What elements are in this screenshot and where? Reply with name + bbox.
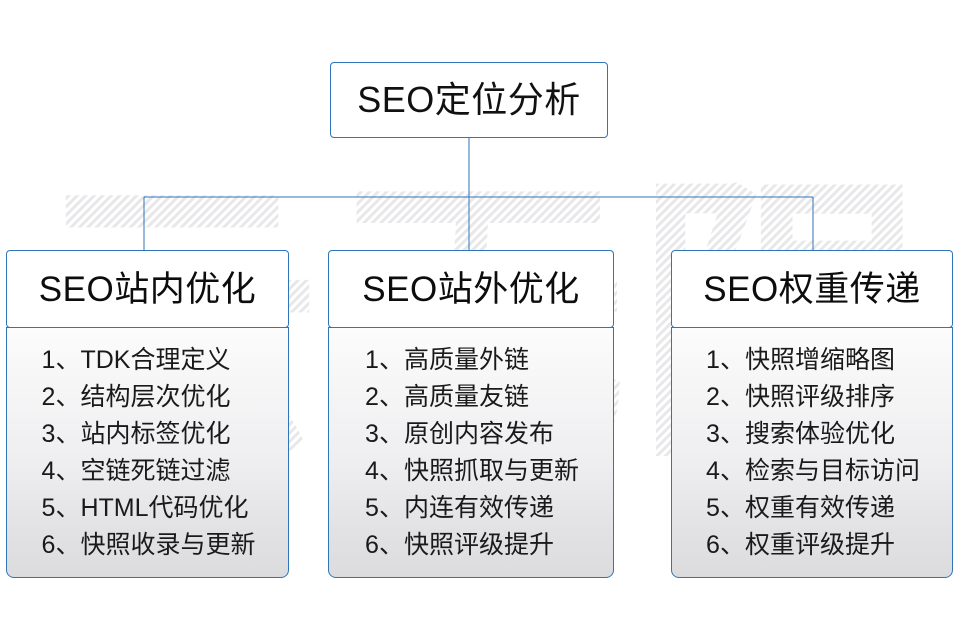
list-item: 6、快照评级提升 [365, 531, 554, 559]
branch-item-list-2: 1、高质量外链 2、高质量友链 3、原创内容发布 4、快照抓取与更新 5、内连有… [363, 342, 579, 564]
list-item: 4、空链死链过滤 [41, 457, 231, 485]
root-node-title: SEO定位分析 [357, 79, 581, 120]
list-item: 2、高质量友链 [365, 383, 529, 411]
branch-column-3: SEO权重传递 1、快照增缩略图 2、快照评级排序 3、搜索体验优化 4、检索与… [671, 250, 953, 578]
branch-header-2[interactable]: SEO站外优化 [328, 250, 614, 328]
branch-column-2: SEO站外优化 1、高质量外链 2、高质量友链 3、原创内容发布 4、快照抓取与… [328, 250, 614, 578]
branch-header-3[interactable]: SEO权重传递 [671, 250, 953, 328]
branch-body-2: 1、高质量外链 2、高质量友链 3、原创内容发布 4、快照抓取与更新 5、内连有… [328, 327, 614, 578]
list-item: 5、内连有效传递 [365, 494, 554, 522]
list-item: 6、权重评级提升 [706, 531, 895, 559]
branch-body-3: 1、快照增缩略图 2、快照评级排序 3、搜索体验优化 4、检索与目标访问 5、权… [671, 327, 953, 578]
branch-header-title-2: SEO站外优化 [362, 269, 580, 309]
branch-header-title-3: SEO权重传递 [703, 269, 921, 309]
root-node[interactable]: SEO定位分析 [330, 62, 608, 138]
branch-item-list-3: 1、快照增缩略图 2、快照评级排序 3、搜索体验优化 4、检索与目标访问 5、权… [704, 342, 920, 564]
list-item: 6、快照收录与更新 [41, 531, 256, 559]
branch-item-list-1: 1、TDK合理定义 2、结构层次优化 3、站内标签优化 4、空链死链过滤 5、H… [40, 342, 256, 564]
list-item: 1、高质量外链 [365, 346, 529, 374]
branch-header-title-1: SEO站内优化 [38, 269, 257, 309]
list-item: 1、TDK合理定义 [41, 346, 231, 374]
list-item: 5、HTML代码优化 [41, 494, 249, 522]
branch-column-1: SEO站内优化 1、TDK合理定义 2、结构层次优化 3、站内标签优化 4、空链… [6, 250, 289, 578]
list-item: 3、站内标签优化 [41, 420, 231, 448]
list-item: 2、结构层次优化 [41, 383, 231, 411]
list-item: 1、快照增缩略图 [706, 346, 895, 374]
list-item: 2、快照评级排序 [706, 383, 895, 411]
branch-body-1: 1、TDK合理定义 2、结构层次优化 3、站内标签优化 4、空链死链过滤 5、H… [6, 327, 289, 578]
list-item: 4、快照抓取与更新 [365, 457, 579, 485]
branch-header-1[interactable]: SEO站内优化 [6, 250, 289, 328]
list-item: 5、权重有效传递 [706, 494, 895, 522]
list-item: 4、检索与目标访问 [706, 457, 920, 485]
list-item: 3、原创内容发布 [365, 420, 554, 448]
list-item: 3、搜索体验优化 [706, 420, 895, 448]
